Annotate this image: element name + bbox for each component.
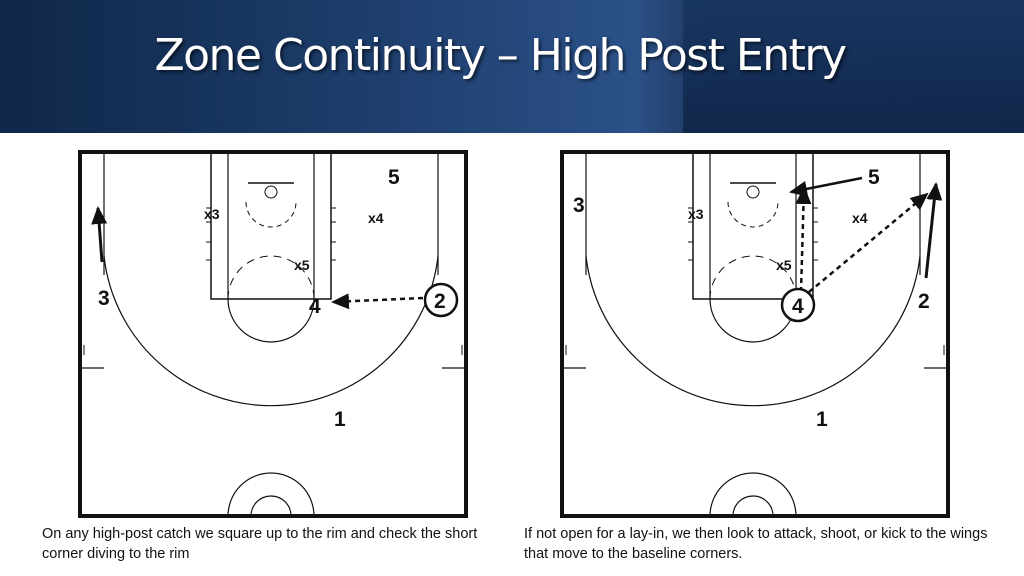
court-lines — [560, 150, 950, 518]
caption-right: If not open for a lay-in, we then look t… — [524, 526, 988, 562]
defender-x4: x4 — [852, 210, 868, 226]
defender-x3: x3 — [204, 206, 220, 222]
defender-x3: x3 — [688, 206, 704, 222]
player-5: 5 — [388, 166, 400, 189]
ball-handler-ring — [423, 282, 459, 318]
player-labels: 5 3 4 2 1 x3 x4 x5 — [573, 166, 930, 431]
caption-left: On any high-post catch we square up to t… — [42, 526, 478, 562]
ball-handler-ring — [780, 287, 816, 323]
movement-arrows — [789, 176, 943, 293]
player-2: 2 — [918, 290, 930, 313]
defender-x5: x5 — [294, 257, 310, 273]
title-banner: Zone Continuity – High Post Entry — [0, 0, 1024, 133]
kick-arrow-4-to-2 — [808, 192, 929, 293]
court-diagram-right: 5 3 4 2 1 x3 x4 x5 — [560, 150, 950, 518]
court-diagram-left: 5 3 4 2 1 x3 x4 x5 — [78, 150, 468, 518]
court-lines — [78, 150, 468, 518]
slide-title: Zone Continuity – High Post Entry — [154, 30, 847, 81]
player-2: 2 — [434, 290, 446, 313]
player-3: 3 — [573, 194, 585, 217]
pass-arrow-4-to-5 — [795, 186, 812, 293]
player-4: 4 — [792, 295, 804, 318]
pass-arrow-2-to-4 — [331, 293, 424, 310]
cut-arrow-3 — [91, 206, 108, 263]
player-3: 3 — [98, 287, 110, 310]
movement-arrows — [91, 206, 424, 310]
cut-arrow-2 — [924, 182, 943, 279]
player-5: 5 — [868, 166, 880, 189]
defender-x4: x4 — [368, 210, 384, 226]
cut-arrow-5 — [789, 176, 863, 197]
banner-panel — [683, 0, 1024, 133]
player-1: 1 — [334, 408, 346, 431]
defender-x5: x5 — [776, 257, 792, 273]
player-4: 4 — [309, 295, 321, 318]
player-1: 1 — [816, 408, 828, 431]
player-labels: 5 3 4 2 1 x3 x4 x5 — [98, 166, 446, 431]
